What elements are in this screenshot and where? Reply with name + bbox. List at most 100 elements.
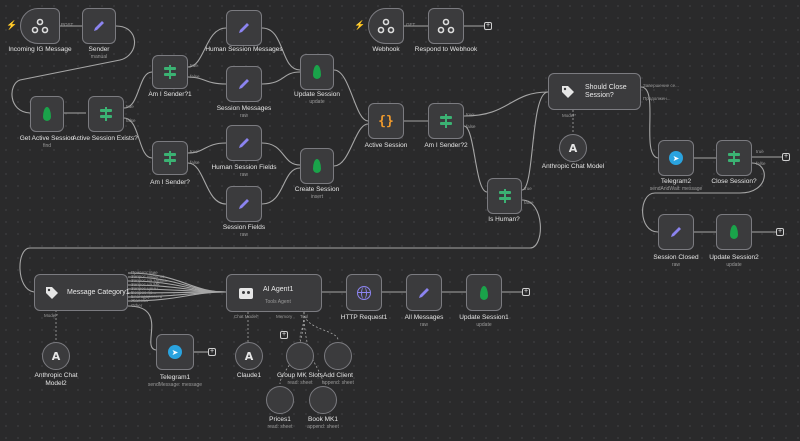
- output-category-label: Запрос на запись: [131, 278, 168, 283]
- node-session-closed[interactable]: [658, 214, 694, 250]
- node-label-http-request: HTTP Request1: [340, 314, 388, 321]
- human-session-fields-title: Human Session Fields: [211, 164, 277, 171]
- prices1-title: Prices1: [269, 416, 291, 423]
- webhook-icon: [437, 17, 455, 35]
- node-telegram2[interactable]: ➤: [658, 140, 694, 176]
- prices1-subtitle: read: sheet: [267, 424, 293, 430]
- output-category-label: Приветствие: [131, 270, 158, 275]
- node-update-session[interactable]: [300, 54, 334, 90]
- node-ai-agent[interactable]: AI Agent1 Tools Agent: [226, 274, 322, 312]
- node-sender[interactable]: [82, 8, 116, 44]
- output-category-label: Other: [131, 303, 143, 308]
- add-node-button[interactable]: +: [208, 348, 216, 356]
- node-http-request[interactable]: [346, 274, 382, 311]
- node-respond-to-webhook[interactable]: [428, 8, 464, 44]
- update-session2-title: Update Session2: [709, 254, 759, 261]
- node-am-i-sender-2[interactable]: [428, 103, 464, 139]
- add-client-title: Add Client: [323, 372, 353, 379]
- trigger-bolt-icon: ⚡: [354, 20, 366, 30]
- telegram-icon: ➤: [669, 151, 683, 165]
- branch-icon: [725, 149, 743, 167]
- node-update-session1[interactable]: [466, 274, 502, 311]
- false-port-label: false: [524, 200, 534, 205]
- node-am-i-sender[interactable]: [152, 141, 188, 175]
- add-node-button[interactable]: +: [484, 22, 492, 30]
- post-port-label: POST: [61, 22, 74, 27]
- node-human-session-messages[interactable]: [226, 10, 262, 46]
- get-active-session-subtitle: find: [42, 143, 52, 149]
- false-port-label: false: [466, 124, 476, 129]
- add-memory-button[interactable]: +: [280, 331, 288, 339]
- telegram-icon: ➤: [168, 345, 182, 359]
- node-prices1[interactable]: [266, 386, 294, 414]
- webhook-icon: [31, 17, 49, 35]
- node-label-human-session-messages: Human Session Messages: [205, 46, 283, 53]
- node-am-i-sender-1[interactable]: [152, 55, 188, 89]
- pencil-icon: [235, 75, 253, 93]
- node-webhook[interactable]: [368, 8, 404, 44]
- node-message-category[interactable]: Message Category1: [34, 274, 130, 311]
- update-session1-title: Update Session1: [459, 314, 509, 321]
- node-session-messages[interactable]: [226, 66, 262, 102]
- branch-icon: [496, 187, 514, 205]
- ai-agent-title: AI Agent1: [263, 285, 294, 293]
- output-category-label: Жалоба: [131, 298, 148, 303]
- update-session2-subtitle: update: [726, 262, 742, 268]
- leaf-icon: [38, 105, 56, 123]
- pencil-icon: [235, 19, 253, 37]
- leaf-icon: [725, 223, 743, 241]
- telegram2-subtitle: sendAndWait: message: [649, 186, 703, 192]
- node-anthropic-chat-model2[interactable]: A: [42, 342, 70, 370]
- node-should-close-session[interactable]: Should Close Session?: [548, 73, 641, 110]
- node-telegram1[interactable]: ➤: [156, 334, 194, 370]
- output-category-label: Вопрос по...: [131, 290, 157, 295]
- tag-icon: [45, 284, 59, 302]
- node-add-client[interactable]: [324, 342, 352, 370]
- add-node-button[interactable]: +: [522, 288, 530, 296]
- branch-icon: [97, 105, 115, 123]
- add-node-button[interactable]: +: [776, 228, 784, 236]
- node-label-am-i-sender-2: Am I Sender?2: [424, 142, 468, 149]
- node-label-anthropic-chat-model: Anthropic Chat Model: [541, 163, 605, 170]
- memory-port-label: Memory: [276, 314, 293, 319]
- session-fields-title: Session Fields: [222, 224, 266, 231]
- node-claude1[interactable]: A: [235, 342, 263, 370]
- node-active-session[interactable]: {}: [368, 103, 404, 139]
- node-group-mk-slots[interactable]: [286, 342, 314, 370]
- node-label-incoming-ig-message: Incoming IG Message: [8, 46, 72, 53]
- pencil-icon: [235, 134, 253, 152]
- node-label-respond-to-webhook: Respond to Webhook: [414, 46, 478, 53]
- add-node-button[interactable]: +: [782, 153, 790, 161]
- anthropic-icon: A: [51, 349, 61, 363]
- tool-port-label: Tool: [300, 314, 309, 319]
- anthropic-icon: A: [244, 349, 254, 363]
- node-session-fields[interactable]: [226, 186, 262, 222]
- node-incoming-ig-message[interactable]: [20, 8, 60, 44]
- sender-title: Sender: [88, 46, 110, 53]
- node-get-active-session[interactable]: [30, 96, 64, 132]
- node-close-session[interactable]: [716, 140, 752, 176]
- book-mk1-subtitle: append: sheet: [307, 424, 339, 430]
- node-create-session[interactable]: [300, 148, 334, 184]
- book-mk1-title: Book MK1: [308, 416, 338, 423]
- node-human-session-fields[interactable]: [226, 125, 262, 161]
- branch-icon: [437, 112, 455, 130]
- node-book-mk1[interactable]: [309, 386, 337, 414]
- node-all-messages[interactable]: [406, 274, 442, 311]
- leaf-icon: [308, 157, 326, 175]
- node-active-session-exists[interactable]: [88, 96, 124, 132]
- branch-icon: [161, 63, 179, 81]
- output-category-label: Запрос на МК: [131, 282, 160, 287]
- node-anthropic-chat-model[interactable]: A: [559, 134, 587, 162]
- node-is-human[interactable]: [487, 178, 522, 214]
- node-update-session2[interactable]: [716, 214, 752, 250]
